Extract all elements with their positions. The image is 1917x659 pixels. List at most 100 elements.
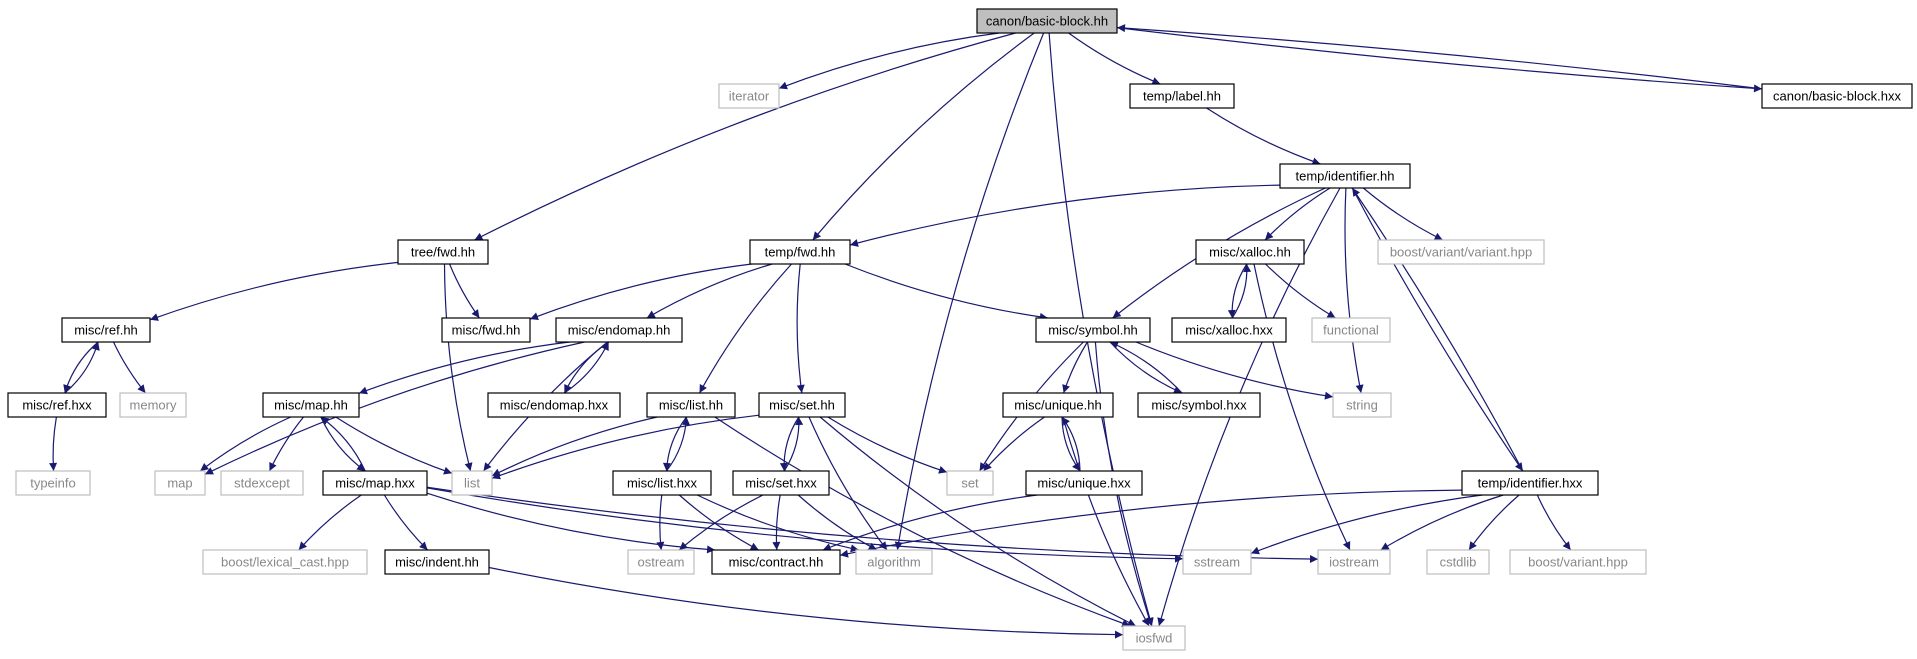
- edge-misc-ref-hxx-to-misc-ref-hh: [64, 341, 100, 394]
- edge-misc-list-hh-to-list: [491, 416, 658, 477]
- node-misc-ref-hh[interactable]: misc/ref.hh: [61, 317, 151, 343]
- edge-basic-block-hxx-to-basic-block-hh: [1116, 24, 1763, 90]
- node-label: misc/set.hh: [769, 398, 835, 413]
- edge-temp-label-hh-to-temp-identifier-hh: [1206, 107, 1321, 166]
- node-canon-basic-block-hxx[interactable]: canon/basic-block.hxx: [1761, 83, 1913, 109]
- edge-misc-indent-hh-to-iosfwd: [488, 566, 1124, 639]
- edge-misc-set-hxx-to-misc-contract-hh: [772, 494, 781, 551]
- node-misc-fwd-hh[interactable]: misc/fwd.hh: [441, 317, 531, 343]
- node-tree-fwd-hh[interactable]: tree/fwd.hh: [397, 239, 489, 265]
- node-label: algorithm: [867, 555, 920, 570]
- node-misc-map-hxx[interactable]: misc/map.hxx: [322, 470, 428, 496]
- edge-tree-fwd-hh-to-list: [443, 263, 473, 472]
- edge-misc-endomap-hxx-to-misc-endomap-hh: [564, 341, 610, 394]
- node-misc-unique-hh[interactable]: misc/unique.hh: [1002, 392, 1114, 418]
- node-label: string: [1346, 398, 1378, 413]
- edge-misc-list-hh-to-iosfwd: [714, 416, 1131, 628]
- node-misc-set-hxx[interactable]: misc/set.hxx: [732, 470, 830, 496]
- node-box: [322, 470, 428, 496]
- edge-temp-identifier-hh-to-boost-variant-variant: [1362, 187, 1443, 241]
- edge-basic-block-hh-to-temp-fwd-hh: [812, 32, 1035, 241]
- node-label: misc/list.hh: [659, 398, 723, 413]
- node-box: [855, 549, 933, 575]
- edge-misc-map-hxx-to-misc-map-hh: [320, 416, 366, 472]
- node-misc-ref-hxx[interactable]: misc/ref.hxx: [7, 392, 107, 418]
- node-box: [1002, 392, 1114, 418]
- node-set: set: [946, 470, 994, 496]
- edge-misc-list-hxx-to-algorithm: [696, 494, 859, 553]
- node-box: [384, 549, 490, 575]
- edge-temp-fwd-hh-to-misc-list-hh: [698, 263, 792, 394]
- node-misc-map-hh[interactable]: misc/map.hh: [262, 392, 360, 418]
- node-misc-contract-hh[interactable]: misc/contract.hh: [711, 549, 841, 575]
- edge-misc-list-hxx-to-misc-contract-hh: [678, 494, 759, 551]
- node-label: misc/map.hh: [274, 398, 348, 413]
- node-box: [487, 392, 621, 418]
- edge-temp-fwd-hh-to-misc-symbol-hh: [844, 263, 1048, 321]
- node-label: misc/symbol.hxx: [1151, 398, 1247, 413]
- node-misc-set-hh[interactable]: misc/set.hh: [758, 392, 846, 418]
- edge-misc-list-hh-to-misc-list-hxx: [662, 416, 687, 472]
- node-box: [1279, 163, 1411, 189]
- node-label: misc/unique.hh: [1014, 398, 1101, 413]
- node-box: [1426, 549, 1490, 575]
- node-string: string: [1332, 392, 1392, 418]
- edge-misc-ref-hh-to-memory: [112, 341, 146, 394]
- node-misc-symbol-hxx[interactable]: misc/symbol.hxx: [1137, 392, 1261, 418]
- node-boost-lexical-cast-hpp: boost/lexical_cast.hpp: [202, 549, 368, 575]
- node-box: [397, 239, 489, 265]
- edge-temp-identifier-hh-to-temp-identifier-hxx: [1351, 187, 1524, 472]
- node-label: temp/fwd.hh: [765, 245, 836, 260]
- node-box: [1509, 549, 1647, 575]
- node-misc-symbol-hh[interactable]: misc/symbol.hh: [1035, 317, 1151, 343]
- edge-temp-identifier-hxx-to-iostream: [1380, 494, 1504, 551]
- node-misc-endomap-hh[interactable]: misc/endomap.hh: [555, 317, 683, 343]
- node-label: boost/variant/variant.hpp: [1390, 245, 1532, 260]
- edge-misc-unique-hh-to-iosfwd: [1062, 416, 1150, 627]
- node-box: [7, 392, 107, 418]
- edge-misc-unique-hxx-to-misc-unique-hh: [1061, 416, 1081, 472]
- node-box: [1035, 317, 1151, 343]
- node-label: functional: [1323, 323, 1379, 338]
- edge-basic-block-hh-to-basic-block-hxx: [1116, 27, 1763, 93]
- node-box: [749, 239, 851, 265]
- edge-misc-symbol-hh-to-misc-unique-hh: [1062, 341, 1088, 394]
- node-box: [758, 392, 846, 418]
- node-label: misc/ref.hh: [74, 323, 138, 338]
- edge-basic-block-hh-to-temp-label-hh: [1068, 32, 1161, 85]
- node-temp-label-hh[interactable]: temp/label.hh: [1129, 83, 1235, 109]
- node-misc-list-hh[interactable]: misc/list.hh: [646, 392, 736, 418]
- node-temp-identifier-hxx[interactable]: temp/identifier.hxx: [1461, 470, 1599, 496]
- node-box: [451, 470, 493, 496]
- node-canon-basic-block-hh[interactable]: canon/basic-block.hh: [976, 8, 1118, 34]
- node-misc-xalloc-hh[interactable]: misc/xalloc.hh: [1195, 239, 1305, 265]
- edge-basic-block-hh-to-iterator: [778, 32, 1000, 90]
- node-misc-endomap-hxx[interactable]: misc/endomap.hxx: [487, 392, 621, 418]
- edge-misc-ref-hh-to-misc-ref-hxx: [63, 341, 99, 394]
- node-sstream: sstream: [1182, 549, 1252, 575]
- node-temp-fwd-hh[interactable]: temp/fwd.hh: [749, 239, 851, 265]
- edge-temp-fwd-hh-to-misc-endomap-hh: [646, 263, 773, 319]
- node-label: misc/ref.hxx: [22, 398, 92, 413]
- node-box: [732, 470, 830, 496]
- node-temp-identifier-hh[interactable]: temp/identifier.hh: [1279, 163, 1411, 189]
- node-box: [119, 392, 187, 418]
- node-misc-list-hxx[interactable]: misc/list.hxx: [612, 470, 712, 496]
- node-box: [1332, 392, 1392, 418]
- edge-temp-identifier-hh-to-string: [1344, 187, 1364, 394]
- edge-misc-xalloc-hxx-to-misc-xalloc-hh: [1231, 263, 1252, 319]
- edge-misc-map-hxx-to-sstream: [426, 487, 1184, 563]
- edge-misc-unique-hxx-to-misc-contract-hh: [822, 494, 1038, 551]
- node-box: [1377, 239, 1545, 265]
- edge-basic-block-hh-to-algorithm: [894, 32, 1045, 551]
- node-misc-unique-hxx[interactable]: misc/unique.hxx: [1025, 470, 1143, 496]
- node-misc-xalloc-hxx[interactable]: misc/xalloc.hxx: [1171, 317, 1287, 343]
- node-box: [202, 549, 368, 575]
- node-label: misc/indent.hh: [395, 555, 479, 570]
- node-box: [61, 317, 151, 343]
- edges: [49, 24, 1763, 639]
- node-misc-indent-hh[interactable]: misc/indent.hh: [384, 549, 490, 575]
- edge-temp-fwd-hh-to-misc-set-hh: [796, 263, 805, 394]
- edge-temp-identifier-hxx-to-sstream: [1250, 494, 1483, 555]
- node-label: temp/identifier.hxx: [1478, 476, 1583, 491]
